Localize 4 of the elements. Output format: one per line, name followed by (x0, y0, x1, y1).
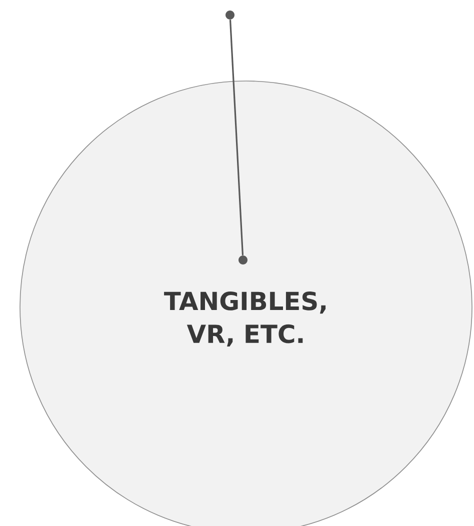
leader-line (229, 20, 244, 256)
node-label: TANGIBLES, VR, ETC. (164, 292, 326, 346)
dot (226, 10, 234, 20)
dot (238, 256, 248, 264)
